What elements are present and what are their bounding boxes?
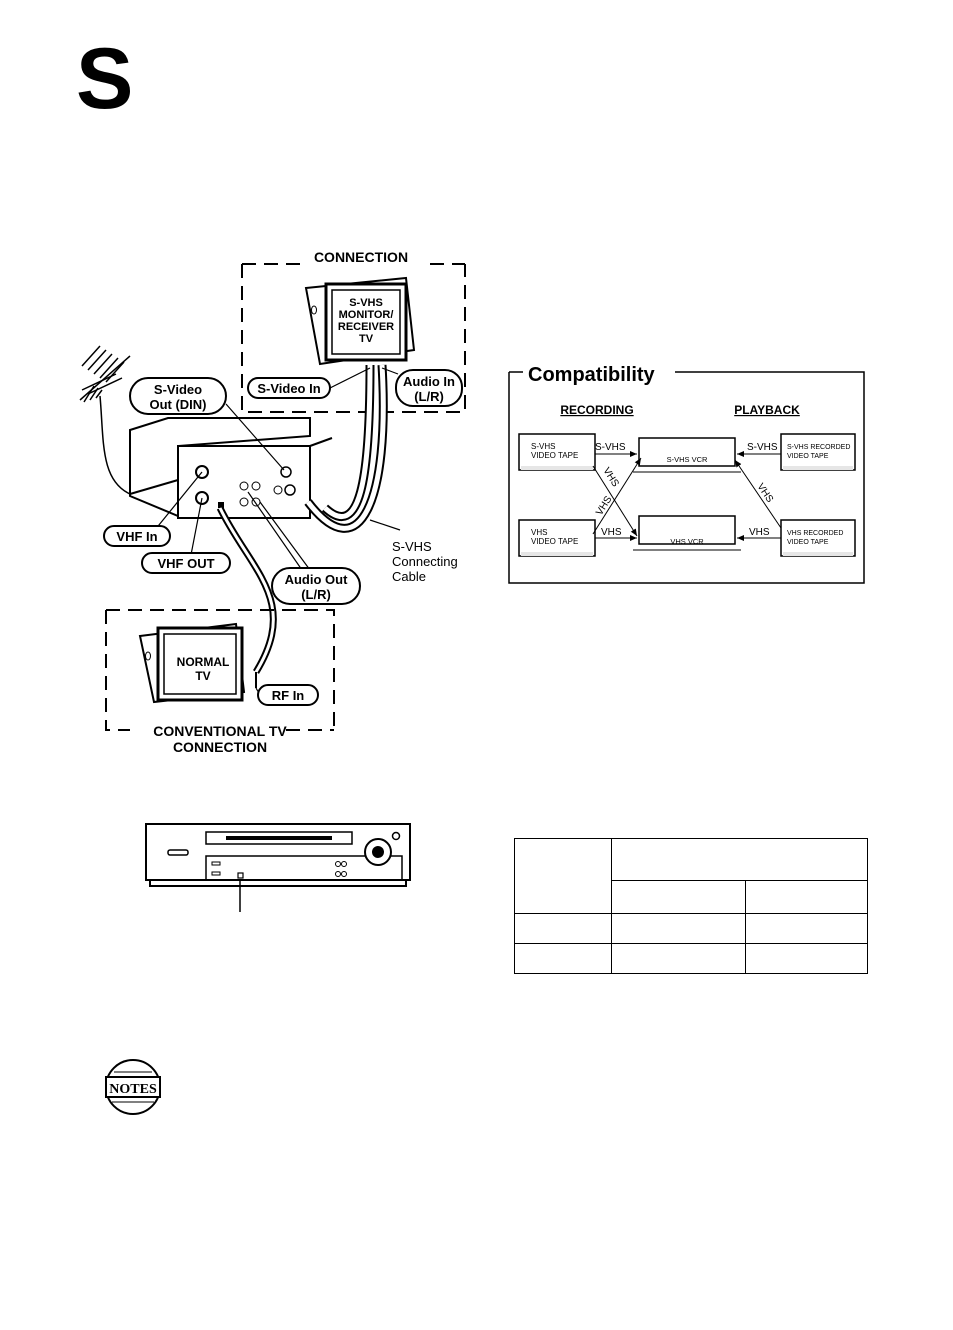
vhs-vcr: VHS VCR: [633, 515, 741, 551]
svhs-monitor-tv: S-VHS MONITOR/ RECEIVER TV: [304, 276, 416, 366]
conventional-title: CONVENTIONAL TV: [153, 723, 287, 739]
callout-audio-in: Audio In (L/R): [395, 369, 463, 407]
svhs-vcr: S-VHS VCR: [633, 437, 741, 473]
compatibility-chart: Compatibility RECORDING PLAYBACK S-VHS V…: [508, 364, 865, 584]
svg-text:Audio In: Audio In: [403, 374, 455, 389]
svg-text:S-VHS: S-VHS: [531, 442, 555, 451]
antenna-icon: [79, 345, 151, 497]
svg-text:Out (DIN): Out (DIN): [149, 397, 206, 412]
notes-icon: NOTES: [105, 1059, 161, 1115]
svg-text:MONITOR/: MONITOR/: [339, 309, 394, 321]
table-cell: [745, 880, 868, 914]
normal-tv: NORMAL TV: [138, 622, 246, 704]
arrow-label-left-top: S-VHS: [595, 442, 626, 453]
playback-header: PLAYBACK: [734, 403, 800, 417]
svg-text:VIDEO TAPE: VIDEO TAPE: [787, 539, 829, 546]
table-cell: [745, 942, 868, 975]
svg-text:VHS VCR: VHS VCR: [670, 537, 704, 546]
callout-audio-out: Audio Out (L/R): [271, 567, 361, 605]
svg-text:VIDEO TAPE: VIDEO TAPE: [531, 537, 578, 546]
callout-s-video-out: S-Video Out (DIN): [129, 377, 227, 415]
svg-text:(L/R): (L/R): [414, 389, 444, 404]
svg-text:Connecting: Connecting: [392, 554, 458, 569]
svg-text:Audio Out: Audio Out: [285, 572, 348, 587]
svg-text:(L/R): (L/R): [301, 587, 331, 602]
table-cell: [514, 912, 612, 944]
connection-box: [241, 264, 466, 413]
arrow-label-right-bottom: VHS: [749, 527, 770, 538]
svg-text:NORMAL: NORMAL: [177, 655, 230, 669]
svg-text:TV: TV: [195, 669, 210, 683]
arrow-label-left-diag-up: VHS: [594, 494, 614, 518]
svg-text:S-VHS RECORDED: S-VHS RECORDED: [787, 444, 850, 451]
arrow-label-left-diag-down: VHS: [600, 466, 620, 490]
vhs-video-tape: VHS VIDEO TAPE: [518, 519, 596, 557]
svg-text:RECEIVER: RECEIVER: [338, 321, 394, 333]
svg-text:Cable: Cable: [392, 569, 426, 584]
cables: [129, 364, 388, 674]
callout-rf-in: RF In: [257, 684, 319, 706]
table-row: [514, 942, 868, 975]
callout-vhf-out: VHF OUT: [141, 552, 231, 574]
callout-s-video-in: S-Video In: [247, 377, 331, 399]
table-cell: [745, 912, 868, 944]
table-cell: [611, 880, 746, 914]
connection-diagram: CONNECTION S-VHS MONITOR/ RECEIVER TV: [79, 249, 466, 755]
compatibility-title: Compatibility: [528, 364, 656, 386]
recording-header: RECORDING: [560, 403, 633, 417]
svg-text:S-VHS: S-VHS: [349, 297, 383, 309]
svhs-video-tape: S-VHS VIDEO TAPE: [518, 433, 596, 471]
table-cell: [611, 912, 746, 944]
connection-title: CONNECTION: [314, 249, 408, 265]
conventional-box: [105, 609, 335, 731]
svg-text:TV: TV: [359, 333, 374, 345]
table-cell: [514, 942, 612, 975]
callout-vhf-in: VHF In: [103, 525, 171, 547]
svg-text:S-VHS VCR: S-VHS VCR: [667, 455, 708, 464]
vhs-recorded-tape: VHS RECORDED VIDEO TAPE: [780, 519, 856, 557]
svg-text:NOTES: NOTES: [109, 1082, 157, 1097]
svg-text:S-Video In: S-Video In: [257, 381, 320, 396]
table-cell: [611, 837, 868, 882]
svg-text:VIDEO TAPE: VIDEO TAPE: [787, 453, 829, 460]
vcr-front-illustration: [145, 823, 411, 912]
svg-text:VHF OUT: VHF OUT: [157, 556, 214, 571]
svg-text:CONNECTION: CONNECTION: [173, 739, 267, 755]
vcr-rear-panel: [129, 417, 333, 519]
svg-text:VHF In: VHF In: [116, 529, 157, 544]
svg-text:VHS: VHS: [531, 528, 547, 537]
svg-text:VIDEO TAPE: VIDEO TAPE: [531, 451, 578, 460]
table-cell: [611, 942, 746, 975]
svhs-recorded-tape: S-VHS RECORDED VIDEO TAPE: [780, 433, 856, 471]
spec-table: [514, 837, 868, 975]
svg-text:S-Video: S-Video: [154, 382, 202, 397]
arrow-label-left-bottom: VHS: [601, 527, 622, 538]
svg-text:RF In: RF In: [272, 688, 305, 703]
arrow-label-right-top: S-VHS: [747, 442, 778, 453]
table-cell: [514, 838, 612, 914]
cable-label: S-VHS: [392, 539, 432, 554]
section-letter: S: [76, 31, 134, 127]
table-row: [514, 912, 868, 944]
svg-text:VHS RECORDED: VHS RECORDED: [787, 530, 843, 537]
